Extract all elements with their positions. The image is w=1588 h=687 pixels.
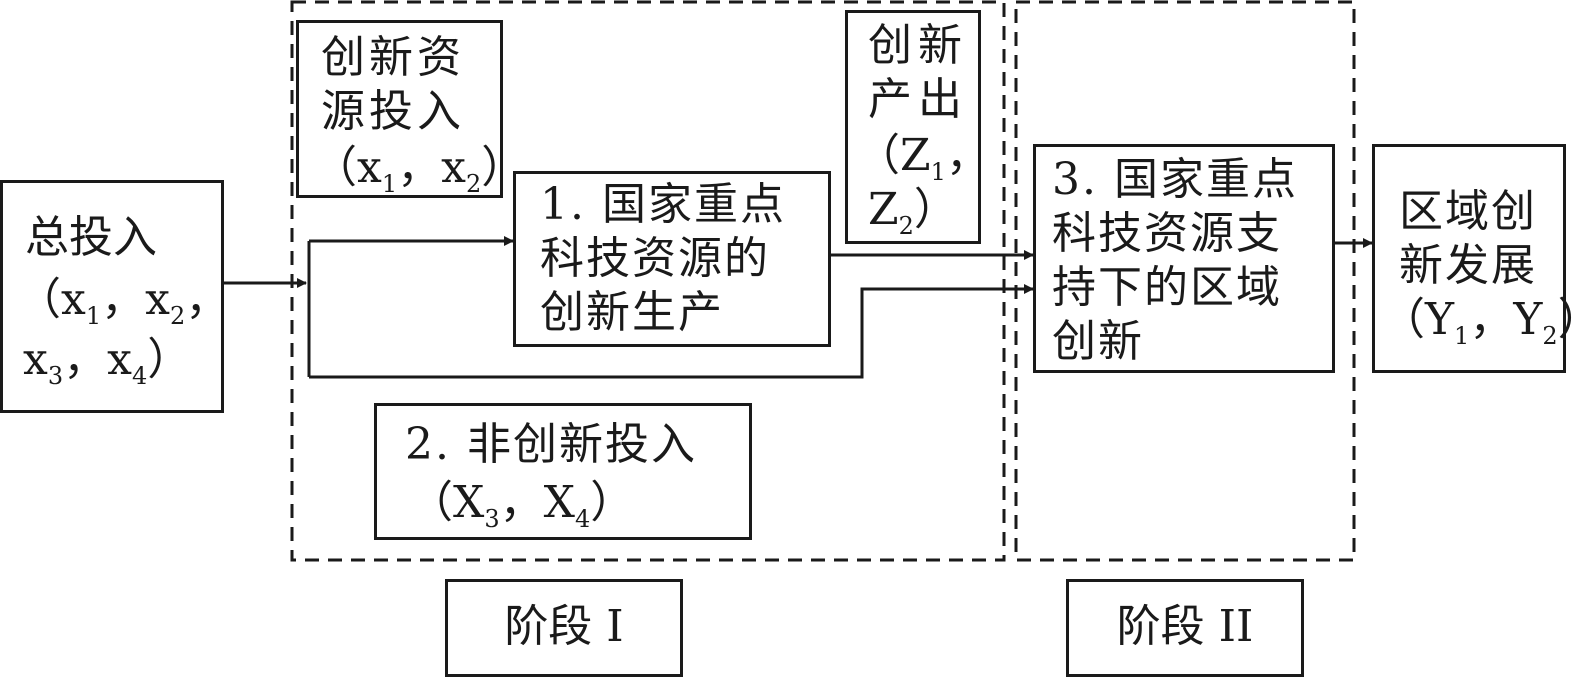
- stage1-region: [290, 0, 1006, 562]
- node3-line2: 科技资源支: [1052, 208, 1282, 259]
- innovation-output-vars-2: Z2）: [868, 184, 958, 240]
- regional-line1: 区域创: [1399, 186, 1537, 237]
- total-input-title: 总投入: [25, 212, 157, 263]
- total-input-vars-1: （x1，x2，: [17, 274, 230, 330]
- stage1-label: 阶段 I: [504, 601, 624, 652]
- node1-line3: 创新生产: [540, 287, 724, 338]
- node2-line1: 2. 非创新投入: [405, 419, 697, 470]
- stage1-label-box: 阶段 I: [445, 579, 683, 677]
- total-input-vars-2: x3，x4）: [23, 334, 192, 390]
- node3-regional-innovation-box: 3. 国家重点 科技资源支 持下的区域 创新: [1033, 144, 1335, 373]
- arrow-bypass-to-node3: [309, 284, 1034, 379]
- stage2-label: 阶段 II: [1116, 601, 1254, 652]
- innovation-resource-vars: （x1，x2）: [313, 142, 526, 198]
- stage2-region: [1014, 0, 1356, 562]
- node1-innovation-production-box: 1. 国家重点 科技资源的 创新生产: [513, 171, 831, 347]
- innovation-resource-line1: 创新资: [321, 32, 465, 83]
- innovation-output-vars-1: （Z1，: [856, 130, 990, 186]
- node1-line1: 1. 国家重点: [540, 179, 786, 230]
- stage2-label-box: 阶段 II: [1066, 579, 1304, 677]
- innovation-output-box: 创新 产出 （Z1， Z2）: [845, 10, 990, 244]
- node1-line2: 科技资源的: [540, 233, 770, 284]
- innovation-output-line2: 产出: [868, 74, 968, 125]
- innovation-resource-line2: 源投入: [321, 86, 465, 137]
- node3-line1: 3. 国家重点: [1052, 154, 1298, 205]
- regional-vars: （Y1，Y2）: [1381, 294, 1588, 350]
- node3-line3: 持下的区域: [1052, 262, 1282, 313]
- innovation-resource-input-box: 创新资 源投入 （x1，x2）: [296, 20, 525, 198]
- node2-vars: （X3，X4）: [409, 477, 635, 533]
- regional-development-box: 区域创 新发展 （Y1，Y2）: [1372, 144, 1588, 373]
- node2-non-innovation-input-box: 2. 非创新投入 （X3，X4）: [374, 403, 752, 540]
- regional-line2: 新发展: [1399, 240, 1537, 291]
- node3-line4: 创新: [1052, 316, 1144, 367]
- innovation-output-line1: 创新: [868, 20, 968, 71]
- total-input-box: 总投入 （x1，x2， x3，x4）: [0, 180, 229, 413]
